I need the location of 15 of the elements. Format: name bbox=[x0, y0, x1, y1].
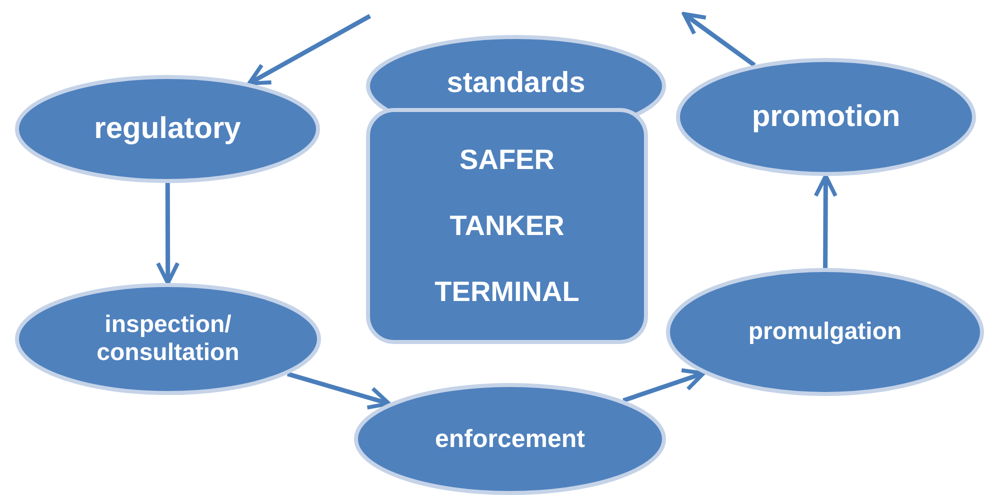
arrow bbox=[156, 183, 180, 285]
node-label: standards bbox=[446, 67, 586, 100]
node-label: TANKER bbox=[450, 210, 564, 242]
arrow bbox=[682, 12, 756, 67]
node-label: inspection/ consultation bbox=[96, 311, 240, 367]
arrow bbox=[814, 174, 838, 268]
node-label: SAFER bbox=[460, 144, 554, 176]
node-label: regulatory bbox=[94, 112, 241, 146]
node-label: promotion bbox=[752, 100, 900, 134]
arrow bbox=[622, 368, 706, 403]
node-label: enforcement bbox=[434, 424, 586, 454]
arrow bbox=[247, 14, 372, 86]
node-label: promulgation bbox=[748, 318, 902, 346]
arrow bbox=[286, 372, 392, 410]
node-label: TERMINAL bbox=[434, 276, 580, 308]
